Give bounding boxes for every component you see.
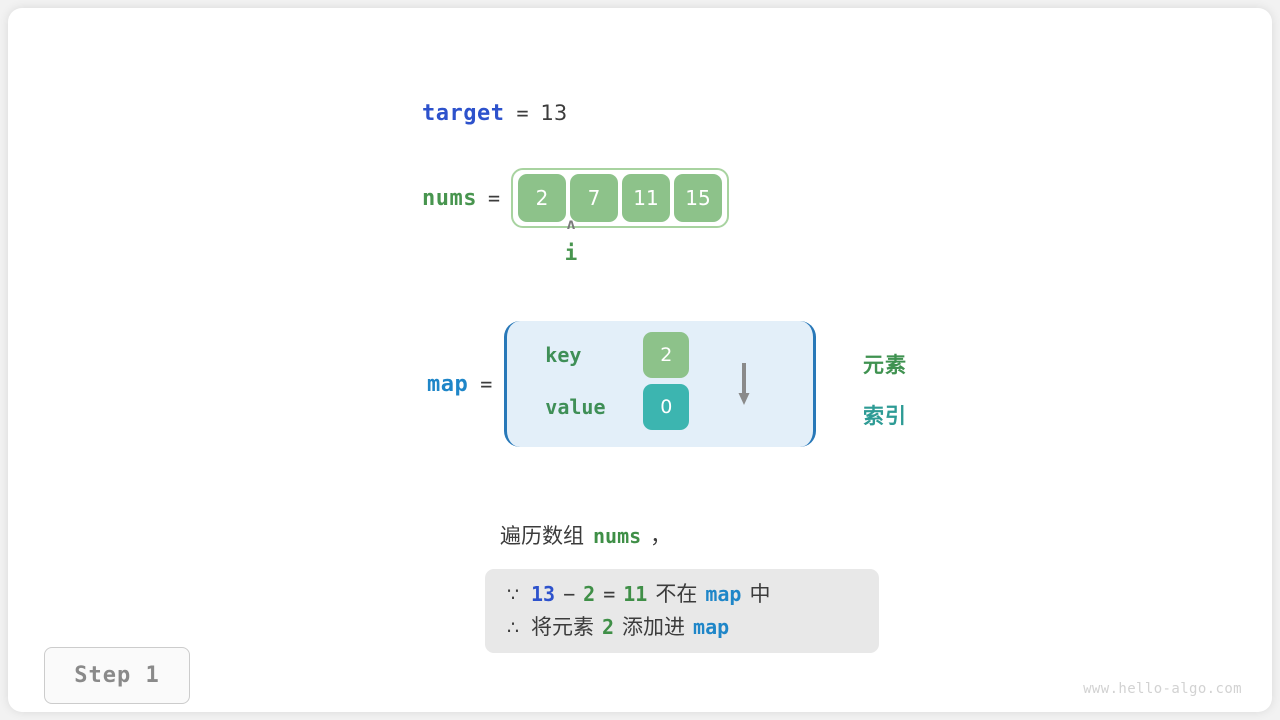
array-cell: 11 <box>622 174 671 222</box>
nums-declaration: nums = 2 7 11 15 <box>422 168 730 228</box>
annotation-element: 元素 <box>863 353 907 377</box>
target-declaration: target = 13 <box>422 101 567 126</box>
map-value-cell: 0 <box>643 384 690 430</box>
reasoning-line-2: ∴ 将元素 2 添加进 map <box>507 611 857 644</box>
figure-canvas: target = 13 nums = 2 7 11 15 ʌ i map = k… <box>8 8 1272 712</box>
index-pointer-group: ʌ i <box>554 215 588 265</box>
map-value-label: value <box>545 395 606 419</box>
traverse-caption: 遍历数组 nums ， <box>500 520 671 550</box>
reason2-code-map: map <box>693 615 730 639</box>
reason1-operand-a: 13 <box>531 582 556 606</box>
array-container: 2 7 11 15 <box>511 168 730 228</box>
step-badge: Step 1 <box>44 647 190 704</box>
reason2-number: 2 <box>602 615 615 639</box>
traverse-suffix-text: ， <box>650 524 672 548</box>
reasoning-box: ∵ 13 − 2 = 11 不在 map 中 ∴ 将元素 2 添加进 map <box>485 569 879 653</box>
array-cell: 7 <box>570 174 619 222</box>
reason1-end-text: 中 <box>749 582 771 606</box>
target-label: target <box>422 101 505 126</box>
map-declaration: map = key 2 value 0 <box>427 321 817 447</box>
map-equals-sign: = <box>480 372 493 396</box>
reason2-start-text: 将元素 <box>531 615 594 639</box>
reason1-equals-sign: = <box>603 582 616 606</box>
map-label: map <box>427 371 469 397</box>
annotation-index: 索引 <box>863 404 907 428</box>
reasoning-line-1: ∵ 13 − 2 = 11 不在 map 中 <box>507 578 857 611</box>
traverse-prefix-text: 遍历数组 <box>500 524 584 548</box>
index-pointer-label: i <box>564 241 578 265</box>
reason2-mid-text: 添加进 <box>622 615 686 639</box>
reason1-result: 11 <box>623 582 648 606</box>
reason1-minus-sign: − <box>563 582 576 606</box>
reason1-mid-text: 不在 <box>655 582 698 606</box>
reason1-operand-b: 2 <box>583 582 596 606</box>
watermark: www.hello-algo.com <box>1083 681 1242 697</box>
target-value: 13 <box>540 101 568 125</box>
traverse-code-nums: nums <box>593 524 642 548</box>
array-cell: 2 <box>518 174 567 222</box>
therefore-symbol: ∴ <box>507 617 520 639</box>
array-cell: 15 <box>674 174 723 222</box>
target-equals-sign: = <box>516 101 529 125</box>
map-key-label: key <box>545 343 582 367</box>
step-badge-label: Step 1 <box>74 663 160 688</box>
down-arrow-icon <box>738 363 750 405</box>
reason1-code-map: map <box>705 582 742 606</box>
map-key-cell: 2 <box>643 332 690 378</box>
map-key-row: key 2 <box>545 332 690 378</box>
nums-label: nums <box>422 185 477 211</box>
map-container: key 2 value 0 <box>504 321 817 447</box>
caret-up-icon: ʌ <box>566 215 576 233</box>
because-symbol: ∵ <box>507 584 520 606</box>
nums-equals-sign: = <box>487 186 501 210</box>
map-value-row: value 0 <box>545 384 690 430</box>
